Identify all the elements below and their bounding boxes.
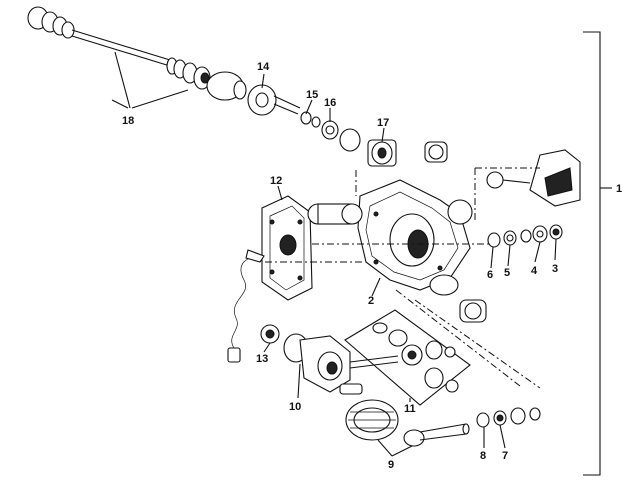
callout-2: 2 <box>368 295 374 307</box>
gear-kit-part <box>344 309 471 406</box>
differential-housing-part <box>357 179 473 296</box>
sensor-wire-part <box>227 249 265 363</box>
callout-15: 15 <box>306 89 318 101</box>
pinion-washer-parts <box>476 407 541 428</box>
callout-10: 10 <box>289 401 301 413</box>
callout-labels: 1 2 3 4 5 6 7 8 9 10 11 12 13 14 15 16 1… <box>122 61 622 471</box>
callout-8: 8 <box>480 450 486 462</box>
callout-18: 18 <box>122 115 134 127</box>
output-sleeve-part <box>307 203 363 225</box>
stub-shaft-flange-part <box>247 84 301 116</box>
callout-17: 17 <box>377 117 389 129</box>
assembly-lines <box>265 170 541 389</box>
callout-3: 3 <box>552 263 558 275</box>
cover-plate-part <box>261 195 313 301</box>
callout-14: 14 <box>257 61 270 73</box>
assembly-bracket <box>583 31 612 476</box>
mount-bracket-part <box>474 149 581 222</box>
callout-16: 16 <box>324 97 336 109</box>
callout-12: 12 <box>270 175 282 187</box>
callout-9: 9 <box>388 459 394 471</box>
ring-gear-pinion-part <box>345 399 470 447</box>
callout-4: 4 <box>531 265 538 277</box>
axle-shaft-part <box>27 6 247 101</box>
seal-13-part <box>260 324 280 344</box>
callout-11: 11 <box>404 403 416 415</box>
leader-lines <box>111 51 557 457</box>
bushing-parts <box>424 141 487 323</box>
callout-1: 1 <box>616 183 622 195</box>
bearing-part <box>367 139 397 167</box>
callout-5: 5 <box>504 267 510 279</box>
washer-stack-parts <box>487 224 563 248</box>
differential-case-part <box>283 333 363 395</box>
callout-7: 7 <box>502 450 508 462</box>
seal-washer-parts <box>300 111 361 152</box>
callout-6: 6 <box>487 269 493 281</box>
callout-13: 13 <box>256 353 268 365</box>
